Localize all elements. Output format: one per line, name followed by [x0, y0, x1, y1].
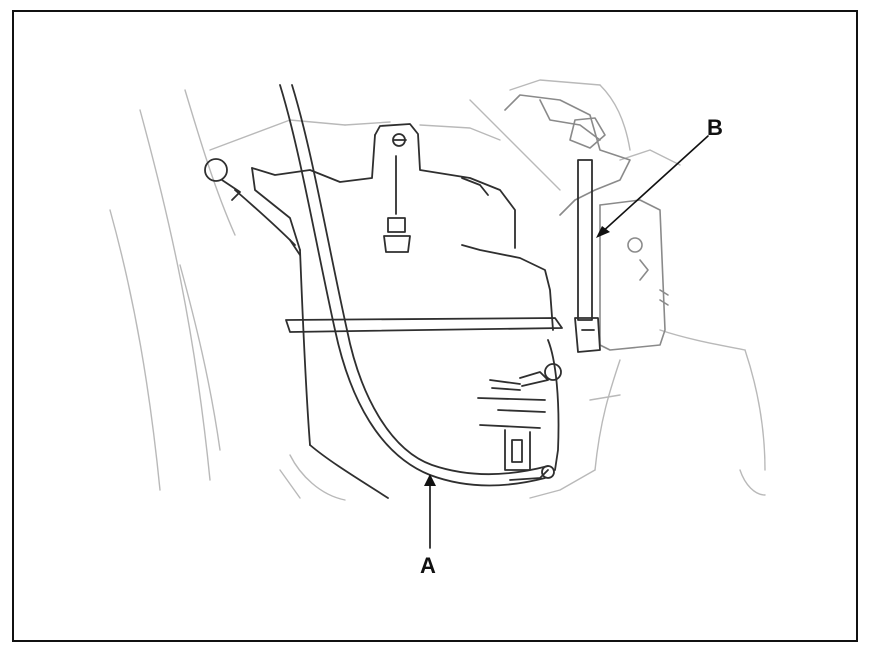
washer-hose	[279, 84, 555, 487]
ground-strap	[574, 159, 601, 353]
mount-bracket	[504, 94, 669, 351]
callout-label-a: A	[420, 553, 436, 578]
callout-leaders	[424, 135, 709, 549]
washer-reservoir	[204, 123, 563, 499]
callout-label-b: B	[707, 115, 723, 140]
diagram-border	[12, 10, 858, 642]
vehicle-body-background	[109, 79, 766, 501]
